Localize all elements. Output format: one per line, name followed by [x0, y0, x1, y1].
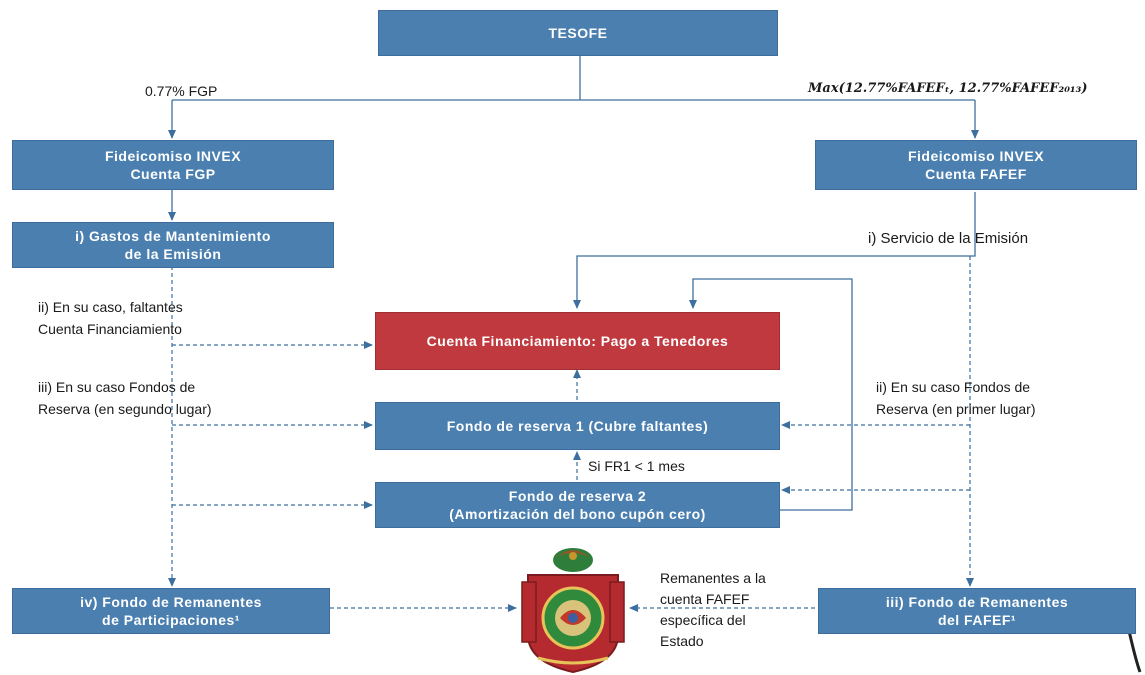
- remanentes-participaciones-line2: de Participaciones¹: [102, 612, 240, 628]
- fondos-primer-lugar-label: ii) En su caso Fondos de Reserva (en pri…: [876, 376, 1036, 420]
- remanentes-fafef-line2: del FAFEF¹: [937, 612, 1017, 628]
- cuenta-financiamiento-box: Cuenta Financiamiento: Pago a Tenedores: [375, 312, 780, 370]
- max-formula-label: Max(12.77%FAFEFₜ, 12.77%FAFEF₂₀₁₃): [808, 81, 1088, 96]
- fideicomiso-fgp-line2: Cuenta FGP: [130, 166, 216, 182]
- tesofe-box: TESOFE: [378, 10, 778, 56]
- remanentes-fafef-line1: iii) Fondo de Remanentes: [885, 594, 1069, 610]
- fondo-reserva-2-box: Fondo de reserva 2 (Amortización del bon…: [375, 482, 780, 528]
- fondos-primer-line2: Reserva (en primer lugar): [876, 401, 1036, 417]
- remanentes-line3: específica del: [660, 612, 746, 628]
- cuenta-financiamiento-label: Cuenta Financiamiento: Pago a Tenedores: [426, 333, 729, 349]
- state-seal-icon: [521, 548, 625, 674]
- fr1-condition-label: Si FR1 < 1 mes: [588, 458, 685, 474]
- remanentes-line1: Remanentes a la: [660, 570, 766, 586]
- faltantes-line1: ii) En su caso, faltantes: [38, 299, 183, 315]
- fondo-reserva-2-line1: Fondo de reserva 2: [508, 488, 647, 504]
- fideicomiso-fafef-line1: Fideicomiso INVEX: [907, 148, 1045, 164]
- remanentes-participaciones-line1: iv) Fondo de Remanentes: [80, 594, 262, 610]
- fideicomiso-fafef-line2: Cuenta FAFEF: [925, 166, 1027, 182]
- gastos-box: i) Gastos de Mantenimiento de la Emisión: [12, 222, 334, 268]
- gastos-line2: de la Emisión: [124, 246, 222, 262]
- remanentes-line4: Estado: [660, 633, 704, 649]
- fideicomiso-fafef-box: Fideicomiso INVEX Cuenta FAFEF: [815, 140, 1137, 190]
- remanentes-estado-label: Remanentes a la cuenta FAFEF específica …: [660, 568, 766, 652]
- remanentes-fafef-box: iii) Fondo de Remanentes del FAFEF¹: [818, 588, 1136, 634]
- remanentes-participaciones-box: iv) Fondo de Remanentes de Participacion…: [12, 588, 330, 634]
- fideicomiso-fgp-line1: Fideicomiso INVEX: [104, 148, 242, 164]
- fondos-segundo-line2: Reserva (en segundo lugar): [38, 401, 212, 417]
- fondos-segundo-line1: iii) En su caso Fondos de: [38, 379, 196, 395]
- fondos-segundo-lugar-label: iii) En su caso Fondos de Reserva (en se…: [38, 376, 212, 420]
- fgp-percentage-label: 0.77% FGP: [145, 83, 218, 99]
- servicio-emision-label: i) Servicio de la Emisión: [868, 230, 1029, 247]
- fideicomiso-fgp-box: Fideicomiso INVEX Cuenta FGP: [12, 140, 334, 190]
- fondos-primer-line1: ii) En su caso Fondos de: [876, 379, 1031, 395]
- faltantes-label: ii) En su caso, faltantes Cuenta Financi…: [38, 296, 183, 340]
- remanentes-line2: cuenta FAFEF: [660, 591, 750, 607]
- gastos-line1: i) Gastos de Mantenimiento: [75, 228, 271, 244]
- tesofe-label: TESOFE: [548, 25, 608, 41]
- fondo-reserva-1-label: Fondo de reserva 1 (Cubre faltantes): [446, 418, 709, 434]
- fondo-reserva-1-box: Fondo de reserva 1 (Cubre faltantes): [375, 402, 780, 450]
- faltantes-line2: Cuenta Financiamiento: [38, 321, 182, 337]
- fondo-reserva-2-line2: (Amortización del bono cupón cero): [449, 506, 706, 522]
